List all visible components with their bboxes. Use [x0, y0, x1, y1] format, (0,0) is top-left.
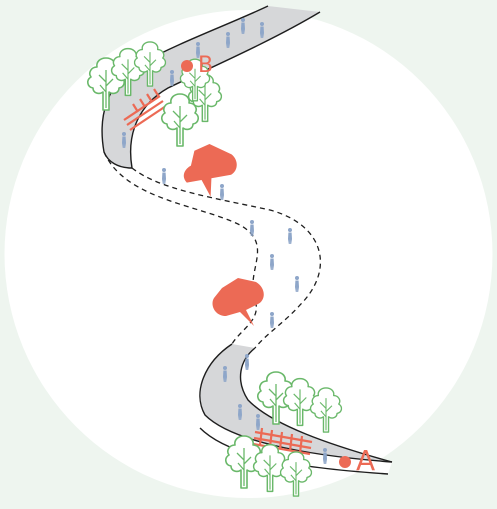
point-b-label: B	[198, 53, 213, 78]
crosswalk-icon	[252, 427, 313, 456]
dashed-path-right	[131, 167, 322, 349]
point-a-label: A	[356, 444, 375, 477]
location-dot-icon	[339, 456, 351, 468]
road-top	[102, 6, 320, 168]
direction-arrow-icon	[212, 278, 264, 326]
direction-arrow-icon	[183, 144, 237, 197]
crosswalk-icon	[123, 88, 167, 131]
point-b-marker: B	[181, 53, 213, 78]
point-a-marker: A	[339, 444, 375, 477]
location-dot-icon	[181, 60, 193, 72]
